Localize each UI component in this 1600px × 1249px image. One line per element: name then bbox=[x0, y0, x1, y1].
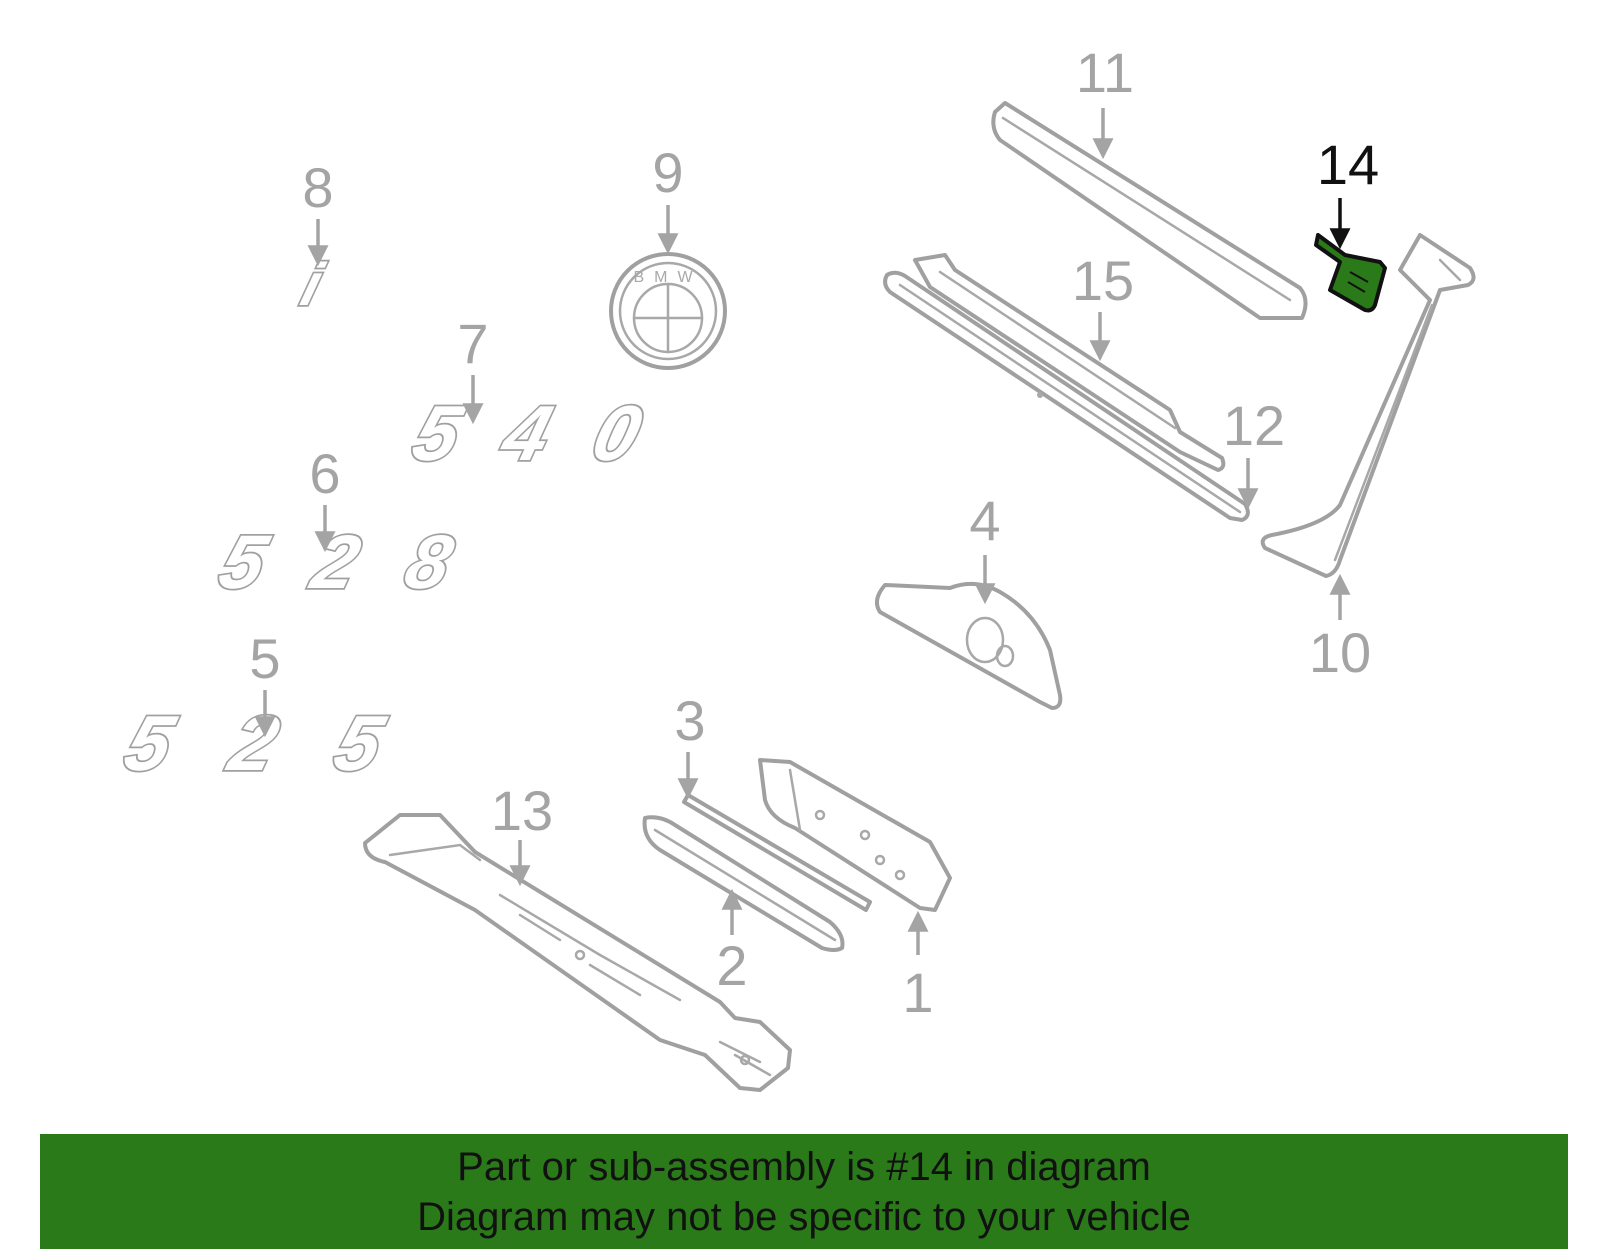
badge-i[interactable]: i bbox=[293, 249, 333, 319]
part-11-trim-strip[interactable] bbox=[991, 101, 1308, 320]
callout-label-15[interactable]: 15 bbox=[1072, 249, 1134, 312]
svg-text:i: i bbox=[295, 251, 332, 318]
svg-text:540: 540 bbox=[404, 389, 652, 476]
callout-label-13[interactable]: 13 bbox=[491, 779, 553, 842]
part-2-handle-strip[interactable] bbox=[642, 815, 845, 952]
part-10-pillar-trim[interactable] bbox=[1260, 233, 1476, 578]
callout-label-3[interactable]: 3 bbox=[674, 689, 705, 752]
badge-528[interactable]: 528 bbox=[209, 518, 465, 606]
info-banner: Part or sub-assembly is #14 in diagram D… bbox=[40, 1134, 1568, 1249]
callout-label-14[interactable]: 14 bbox=[1317, 133, 1379, 196]
callout-label-1[interactable]: 1 bbox=[902, 961, 933, 1024]
callout-label-12[interactable]: 12 bbox=[1223, 394, 1285, 457]
callout-label-5[interactable]: 5 bbox=[249, 627, 280, 690]
part-13-lower-panel[interactable] bbox=[363, 813, 792, 1092]
part-4-trim-panel[interactable] bbox=[874, 581, 1063, 710]
callout-label-6[interactable]: 6 bbox=[309, 442, 340, 505]
banner-line-2: Diagram may not be specific to your vehi… bbox=[417, 1195, 1191, 1239]
callout-label-10[interactable]: 10 bbox=[1309, 621, 1371, 684]
callout-label-4[interactable]: 4 bbox=[969, 489, 1000, 552]
logo-letters: BMW bbox=[633, 269, 702, 286]
svg-text:528: 528 bbox=[211, 520, 464, 604]
part-1-plate-base[interactable] bbox=[758, 758, 952, 912]
part-3-seal-strip[interactable] bbox=[682, 793, 872, 912]
badge-540[interactable]: 540 bbox=[403, 388, 655, 479]
callout-label-2[interactable]: 2 bbox=[716, 934, 747, 997]
callout-label-11[interactable]: 11 bbox=[1076, 41, 1134, 104]
part-9-roundel-emblem[interactable]: BMW bbox=[609, 252, 727, 370]
callout-label-9[interactable]: 9 bbox=[652, 141, 683, 204]
part-15-trim-molding[interactable] bbox=[913, 253, 1226, 472]
badge-525[interactable]: 525 bbox=[114, 698, 396, 789]
callout-label-8[interactable]: 8 bbox=[302, 156, 333, 219]
part-14-bracket-highlighted[interactable] bbox=[1314, 233, 1387, 313]
svg-text:525: 525 bbox=[116, 699, 394, 786]
banner-line-1: Part or sub-assembly is #14 in diagram bbox=[457, 1145, 1151, 1189]
callout-label-7[interactable]: 7 bbox=[457, 312, 488, 375]
part-12-trim-seal[interactable] bbox=[883, 270, 1250, 522]
